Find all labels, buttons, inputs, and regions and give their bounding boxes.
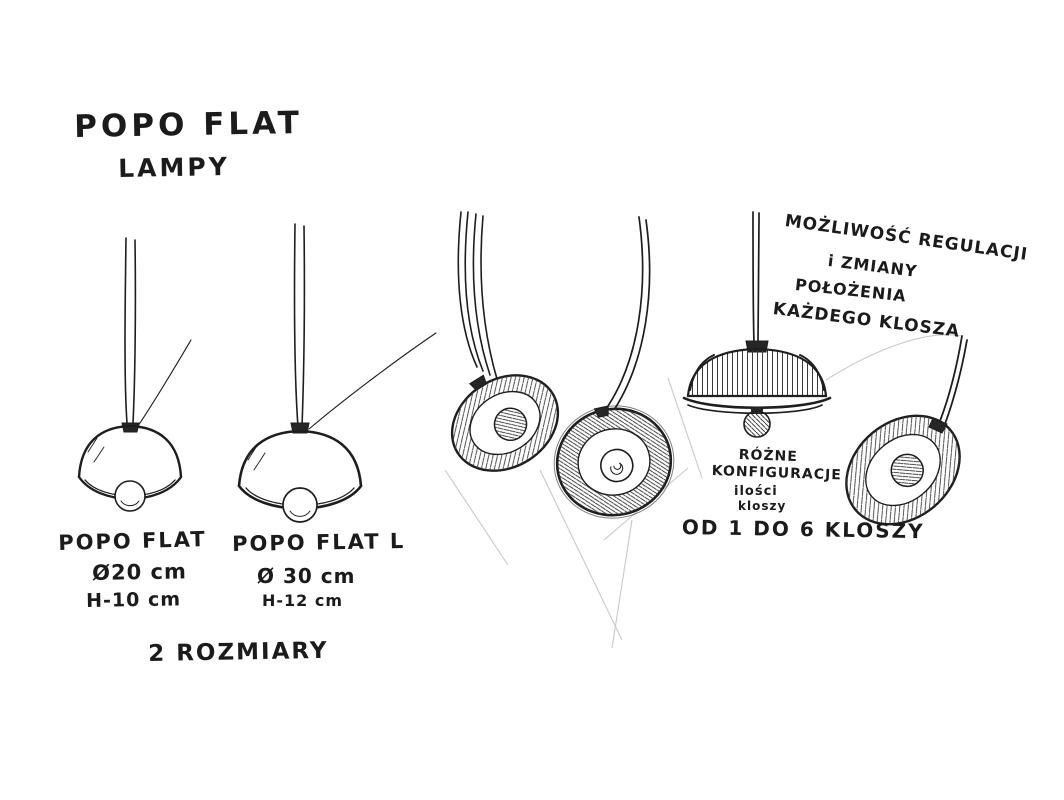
lamp-sketch-tilted-left	[450, 374, 560, 472]
product-large-name: POPO FLAT L	[231, 528, 406, 556]
product-large-diameter: Ø 30 cm	[257, 564, 356, 588]
configuration-note-line-3: ilości	[734, 484, 778, 499]
page-subtitle: LAMPY	[117, 152, 231, 183]
product-small-name: POPO FLAT	[57, 527, 208, 555]
lamp-sketch-bottom-view	[553, 405, 675, 519]
product-small-diameter: Ø20 cm	[91, 559, 188, 585]
lamp-sketch-popo-flat-small	[77, 237, 192, 512]
lamp-sketch-tilted-right	[845, 335, 968, 526]
product-small-height: H-10 cm	[85, 588, 182, 612]
configuration-note-line-1: RÓŻNE	[738, 447, 799, 466]
sizes-note: 2 ROZMIARY	[147, 637, 329, 667]
product-large-height: H-12 cm	[262, 591, 344, 610]
count-note: OD 1 DO 6 KLOSZY	[681, 515, 925, 544]
lamp-sketch-side-view	[682, 211, 832, 438]
lamp-sketch-popo-flat-large	[237, 223, 437, 523]
cords-middle	[457, 211, 651, 411]
configuration-note-line-4: kloszy	[738, 499, 787, 513]
page-title: POPO FLAT	[73, 105, 304, 145]
